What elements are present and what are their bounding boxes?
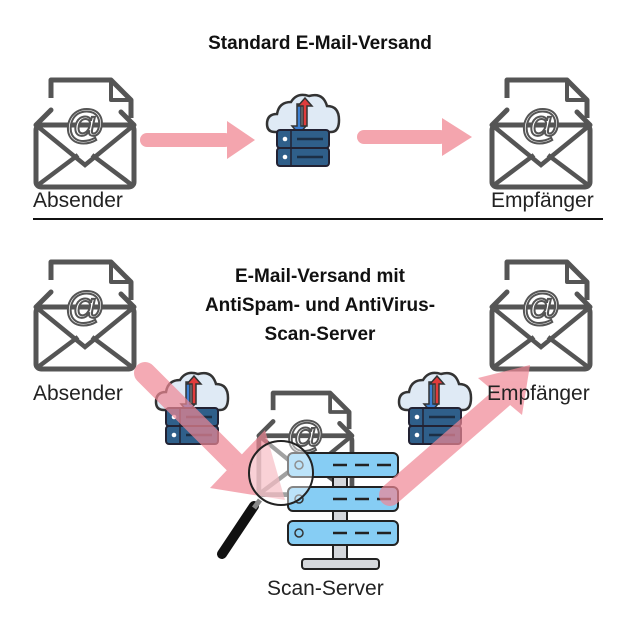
recipient-mail-icon — [492, 262, 590, 369]
arrow-right-icon — [140, 121, 255, 159]
scan-title-line: AntiSpam- und AntiVirus- — [204, 295, 436, 316]
flow-arrow-out-icon — [379, 365, 530, 506]
scan-server-label: Scan-Server — [267, 577, 384, 600]
standard-recipient-label: Empfänger — [491, 189, 594, 212]
scan-sender-label: Absender — [33, 382, 123, 405]
flow-arrow-in-icon — [134, 362, 285, 500]
sender-mail-icon — [36, 80, 134, 187]
scan-title-line: E-Mail-Versand mit — [235, 266, 405, 287]
sender-mail-icon — [36, 262, 134, 369]
magnifier-icon — [217, 440, 314, 559]
scan-server-icon — [287, 452, 399, 570]
standard-title: Standard E-Mail-Versand — [208, 33, 432, 54]
section-divider — [33, 218, 603, 220]
recipient-mail-icon — [492, 80, 590, 187]
cloud-server-icon — [265, 93, 341, 168]
scan-title-line: Scan-Server — [264, 324, 376, 345]
arrow-right-icon — [357, 118, 472, 156]
scan-title: E-Mail-Versand mit AntiSpam- und AntiVir… — [150, 262, 490, 349]
standard-sender-label: Absender — [33, 189, 123, 212]
scan-recipient-label: Empfänger — [487, 382, 590, 405]
